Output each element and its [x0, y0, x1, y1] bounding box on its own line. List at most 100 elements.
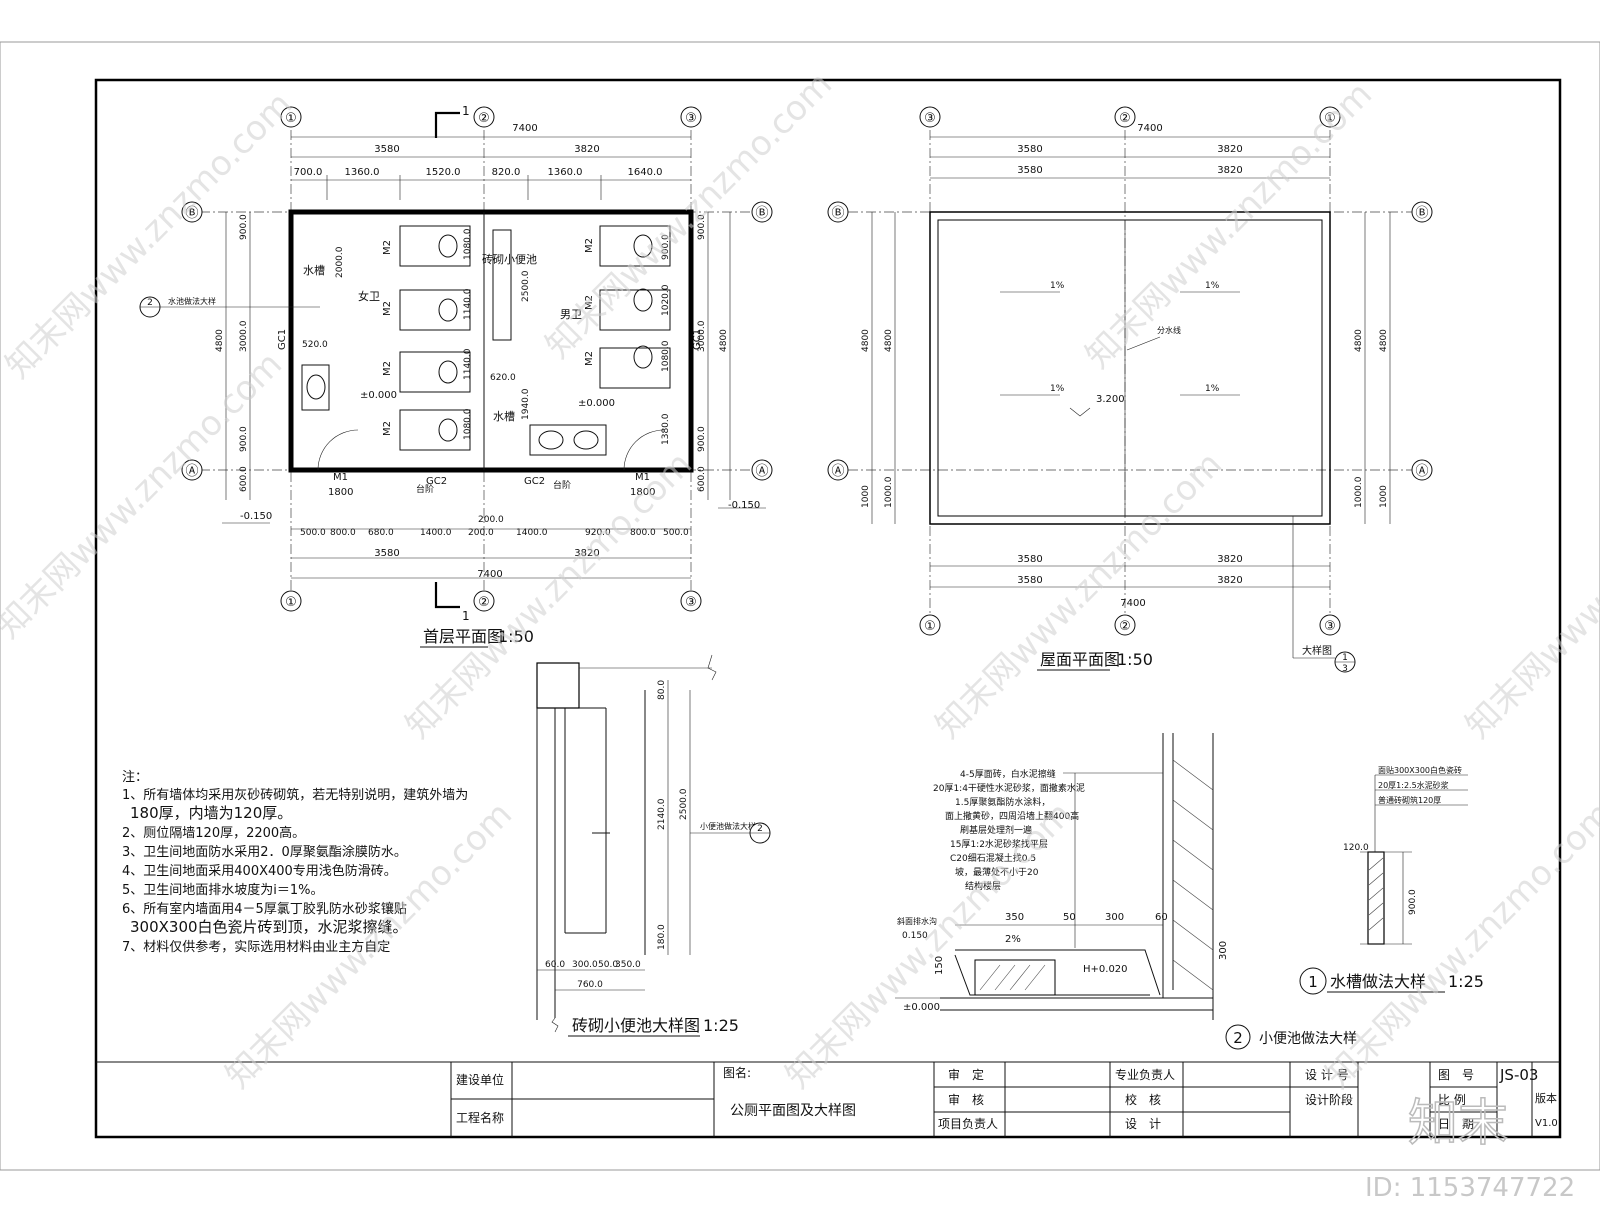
door-m1-left: M1 [333, 472, 348, 483]
dim-detail: 1360.0 [548, 167, 583, 178]
level-outside-left: -0.150 [240, 511, 272, 522]
dim-left-total: 4800 [215, 329, 225, 352]
label-urinal: 砖砌小便池 [482, 252, 537, 266]
door-label: M2 [584, 351, 595, 366]
tb-project-name: 工程名称 [456, 1110, 504, 1125]
roof-dim-total: 7400 [1137, 123, 1162, 134]
urinal-section-level: H+0.020 [1083, 964, 1128, 975]
tb-date-label: 日 期 [1438, 1117, 1474, 1131]
roof-detail-num: 1 [1342, 653, 1348, 663]
urinal-layer: 20厚1:4干硬性水泥砂浆，面撒素水泥 [933, 782, 1085, 794]
notes-heading: 注： [122, 770, 148, 785]
tank-detail-title: 水槽做法大样 [1330, 972, 1426, 991]
detail-ref-label: 水池做法大样 [168, 296, 216, 306]
urinal-ref-num: 2 [757, 824, 763, 834]
note-line: 7、材料仅供参考，实际选用材料由业主方自定 [122, 939, 390, 955]
urinal-dim-h: 60.0 [545, 960, 565, 970]
tb-sheet-no-label: 图 号 [1438, 1068, 1474, 1082]
tb-check: 审 核 [948, 1092, 984, 1107]
door-label: M2 [382, 361, 393, 376]
inner-dim: 1380.0 [661, 413, 671, 445]
axis-label: ③ [924, 111, 936, 126]
urinal-section-title: 小便池做法大样 [1259, 1031, 1357, 1047]
urinal-layer: 坡，最薄处不小于20 [955, 866, 1039, 878]
roof-dim-half: 3580 [1017, 575, 1042, 586]
urinal-layer: C20细石混凝土找0.5 [950, 852, 1036, 864]
dim-bottom-extra: 200.0 [478, 515, 504, 525]
axis-bubble-1-top [280, 106, 302, 128]
dim-left: 600.0 [239, 466, 249, 492]
urinal-ref-label: 小便池做法大样 [700, 821, 756, 831]
note-line: 180厚，内墙为120厚。 [130, 804, 292, 822]
axis-label: Ⓑ [185, 206, 198, 221]
watermark-text: 知末网www.znzmo.com [398, 444, 700, 746]
window-gc1-left: GC1 [277, 329, 288, 350]
axis-label: ② [478, 111, 490, 126]
urinal-dim-v: 80.0 [657, 680, 667, 700]
tb-drawing-name-label: 图名: [723, 1065, 751, 1080]
dim-bottom: 1400.0 [516, 528, 548, 538]
inner-dim: 2000.0 [335, 246, 345, 278]
tank-dim: 120.0 [1343, 843, 1369, 853]
tb-proof: 校 核 [1125, 1092, 1161, 1107]
ground-plan-scale: 1:50 [498, 627, 534, 646]
dim-bottom: 1400.0 [420, 528, 452, 538]
watermark-text: 知末网www.znzmo.com [0, 84, 300, 386]
inner-dim: 1080.0 [463, 408, 473, 440]
roof-dim-right-lower: 1000.0 [1354, 476, 1364, 508]
tb-design-stage: 设计阶段 [1305, 1092, 1353, 1107]
roof-dim-right-lower: 1000 [1379, 485, 1389, 508]
urinal-section-dim-v: 300 [1218, 941, 1229, 960]
urinal-section-num: 2 [1233, 1029, 1243, 1047]
section-mark-bottom: 1 [462, 609, 470, 623]
dim-right-total: 4800 [719, 329, 729, 352]
watermark-text: 知末网www.znzmo.com [1458, 444, 1600, 746]
tb-version: V1.0 [1535, 1118, 1558, 1129]
label-water-tank-2: 水槽 [493, 410, 515, 423]
urinal-layer: 结构楼层 [965, 880, 1001, 892]
tb-sheet-no: JS-03 [1499, 1066, 1538, 1084]
watermark-logo: 知末 [1408, 1094, 1508, 1152]
window-gc1-right: GC1 [692, 329, 703, 350]
urinal-detail-scale: 1:25 [703, 1016, 739, 1035]
roof-dim-half: 3820 [1217, 575, 1242, 586]
watermark-text: 知末网www.znzmo.com [778, 794, 1080, 1096]
urinal-section-level: ±0.000 [903, 1002, 940, 1013]
roof-slope: 1% [1050, 281, 1065, 291]
axis-label: Ⓐ [185, 464, 198, 479]
tb-project-lead: 项目负责人 [938, 1117, 998, 1131]
water-tank-detail: 面贴300X300白色瓷砖 20厚1:2.5水泥砂浆 普通砖砌筑120厚 120… [1299, 765, 1484, 995]
axis-label: ① [285, 595, 297, 610]
dim-left: 900.0 [239, 214, 249, 240]
dim-half: 3580 [374, 548, 399, 559]
roof-plan: ③ ② ① ① ② ③ Ⓑ Ⓑ Ⓐ Ⓐ 7400 3580 3820 3580 … [827, 106, 1433, 674]
watermark-text: 知末网www.znzmo.com [1318, 794, 1600, 1096]
tb-drawing-name: 公厕平面图及大样图 [730, 1103, 856, 1119]
watermark-id: ID: 1153747722 [1365, 1173, 1575, 1203]
tank-layer: 面贴300X300白色瓷砖 [1378, 765, 1462, 775]
inner-dim: 1140.0 [463, 348, 473, 380]
tb-design-no: 设 计 号 [1305, 1068, 1349, 1082]
tank-layer: 普通砖砌筑120厚 [1378, 795, 1441, 805]
axis-label: Ⓐ [831, 464, 844, 479]
urinal-dim-v: 2140.0 [657, 798, 667, 830]
inner-dim: 520.0 [302, 340, 328, 350]
dim-detail: 1640.0 [628, 167, 663, 178]
sheet-outer-frame [0, 41, 1600, 1171]
roof-parapet [937, 219, 1323, 517]
tb-version-label: 版本 [1535, 1091, 1557, 1105]
roof-dim-half: 3820 [1217, 554, 1242, 565]
tb-build-unit: 建设单位 [456, 1072, 504, 1087]
tank-detail-num: 1 [1308, 973, 1318, 991]
urinal-section-dim: 60 [1155, 912, 1168, 923]
notes-block: 注： 1、所有墙体均采用灰砂砖砌筑，若无特别说明，建筑外墙为 180厚，内墙为1… [122, 770, 468, 955]
roof-slope: 1% [1205, 384, 1220, 394]
dim-half: 3820 [574, 144, 599, 155]
roof-plan-scale: 1:50 [1117, 650, 1153, 669]
urinal-dim-h: 50.0 [598, 960, 618, 970]
dim-bottom: 500.0 [663, 528, 689, 538]
level-outside-right: -0.150 [728, 500, 760, 511]
axis-label: ① [285, 111, 297, 126]
inner-dim: 900.0 [661, 234, 671, 260]
